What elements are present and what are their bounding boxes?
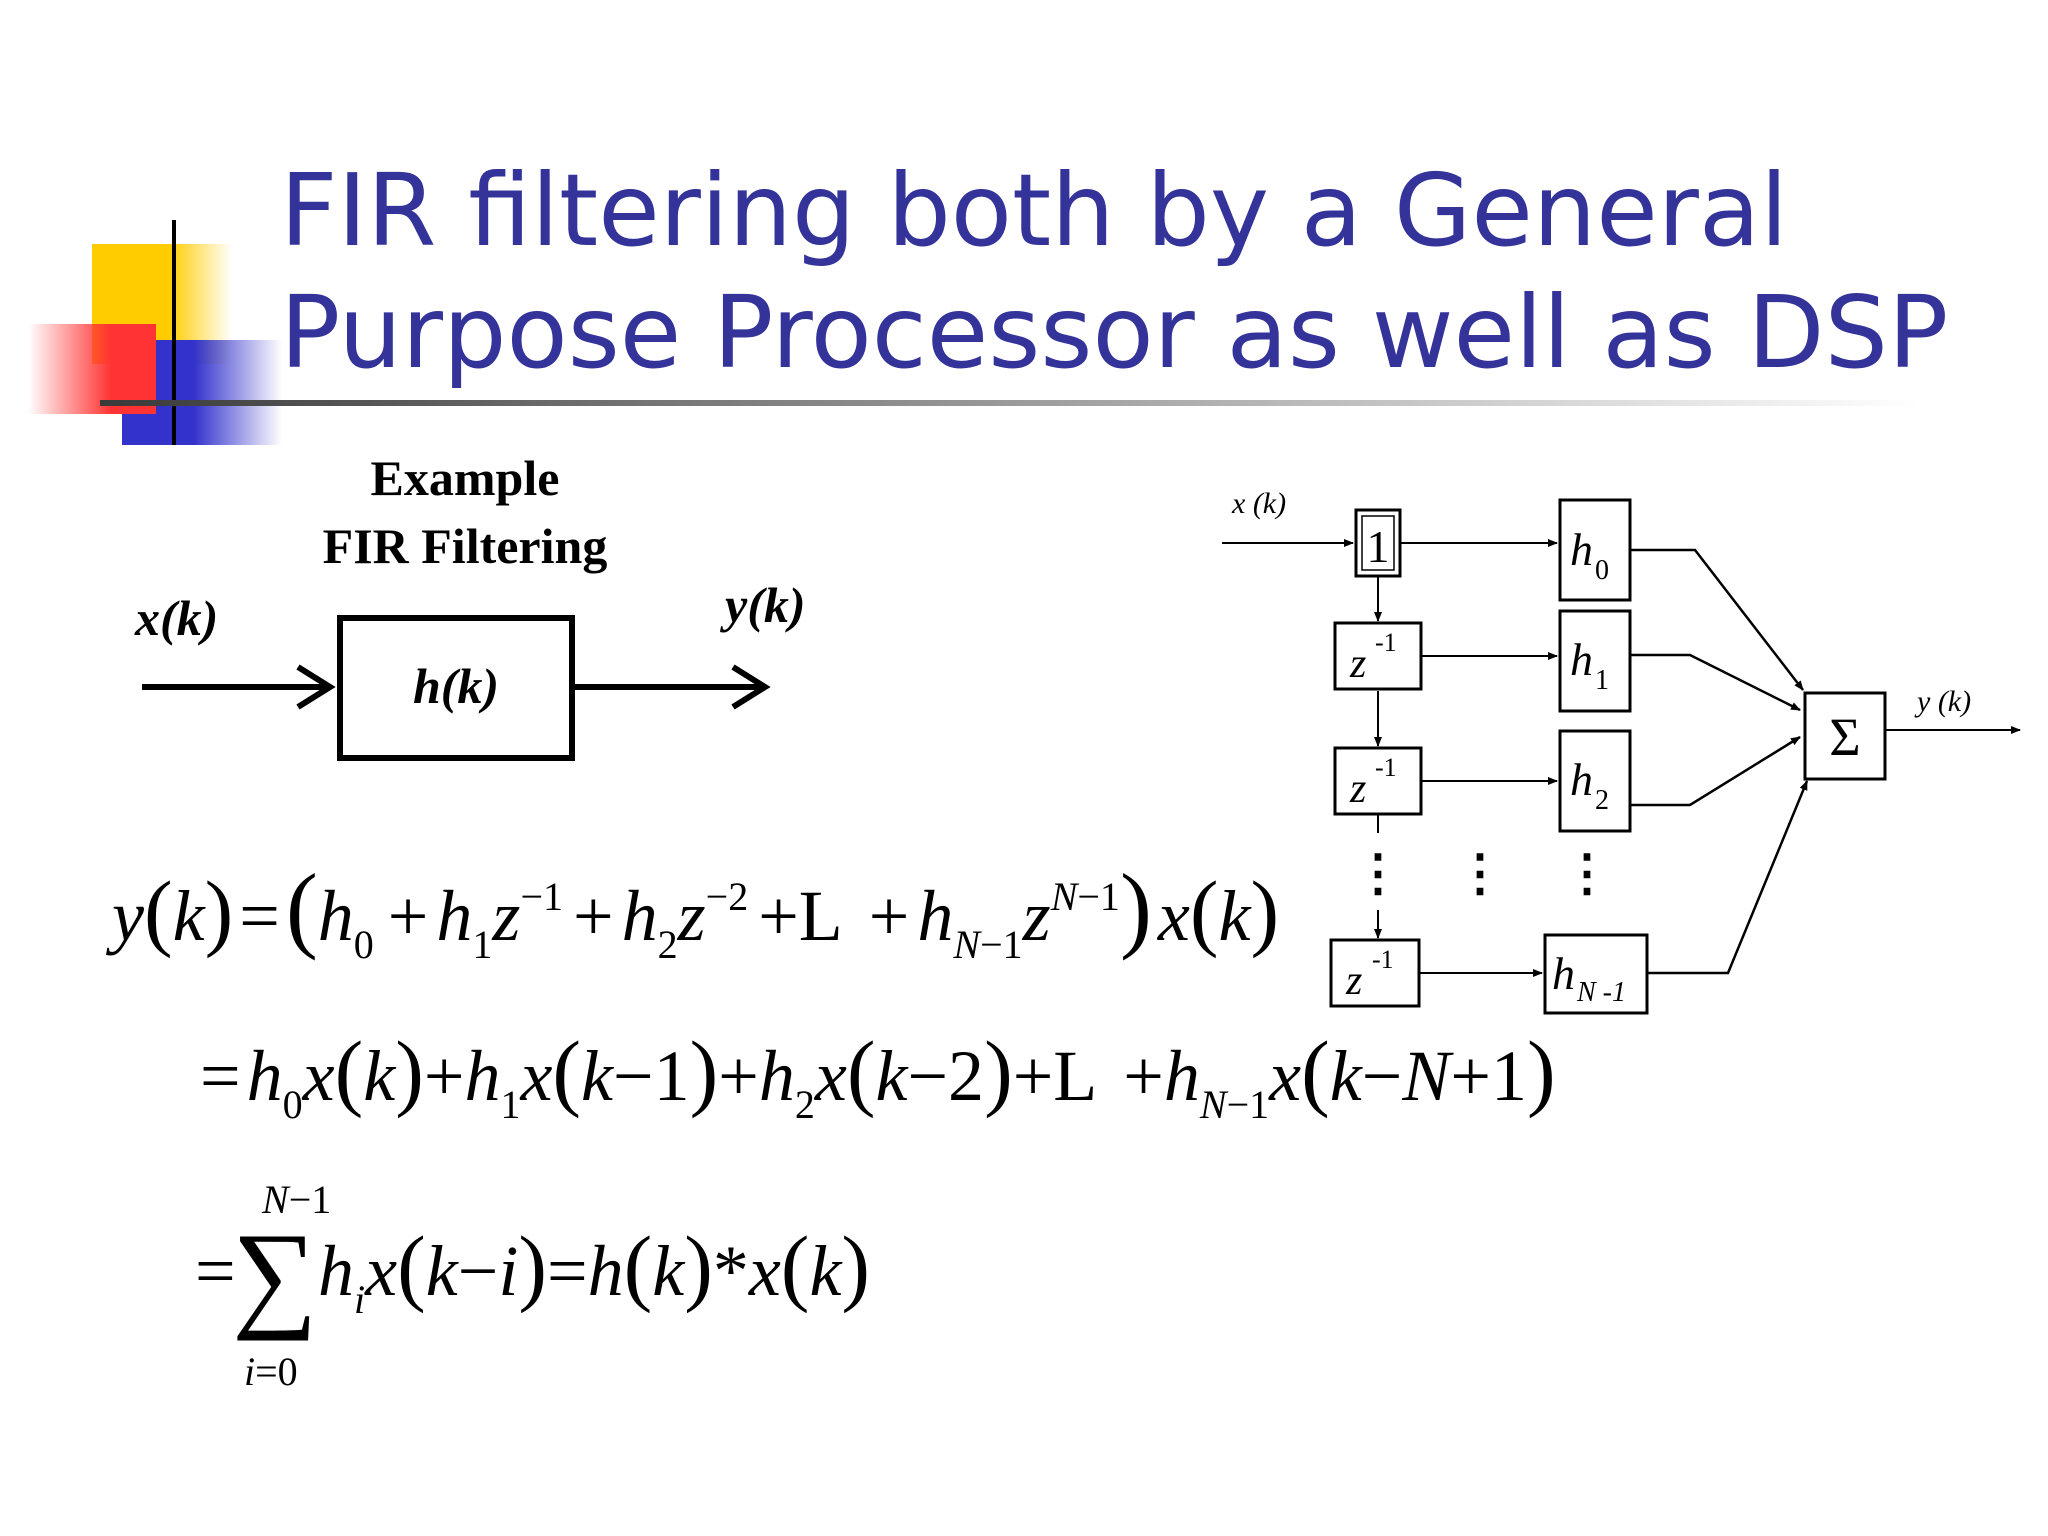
slide-title: FIR filtering both by a General Purpose … <box>280 150 1980 394</box>
fir-output-label: y (k) <box>1914 685 1971 718</box>
delay-block-1-label: z <box>1349 641 1366 687</box>
ellipsis-delay-chain: ⋮ <box>1353 845 1403 901</box>
coefficient-h2-index: 2 <box>1595 785 1609 816</box>
block-input-label: x(k) <box>134 590 218 646</box>
title-line-2: Purpose Processor as well as DSP <box>280 274 1949 391</box>
title-decoration <box>28 220 282 445</box>
coefficient-hN-1-index: N -1 <box>1576 977 1626 1008</box>
deco-red-square <box>28 324 156 414</box>
block-output-label: y(k) <box>720 577 806 633</box>
title-line-1: FIR filtering both by a General <box>280 152 1788 269</box>
summation-symbol: Σ <box>1829 707 1860 767</box>
svg-text:y(k)=(h0+h1z−1+h2z−2+L+hN−1zN−: y(k)=(h0+h1z−1+h2z−2+L+hN−1zN−1)x(k) <box>105 854 1279 967</box>
delay-block-3-label: z <box>1345 958 1362 1004</box>
coefficient-h1-symbol: h <box>1570 634 1593 685</box>
coefficient-h1: h 1 <box>1558 609 1632 713</box>
equation-line-1: y(k)=(h0+h1z−1+h2z−2+L+hN−1zN−1)x(k) <box>105 854 1279 967</box>
ellipsis-taps: ⋮ <box>1455 845 1505 901</box>
delay-block-2-exp: -1 <box>1375 753 1397 782</box>
svg-text:i=0: i=0 <box>244 1349 298 1394</box>
unity-block-label: 1 <box>1367 521 1390 572</box>
ellipsis-coefficients: ⋮ <box>1562 845 1612 901</box>
coefficient-h0-index: 0 <box>1595 555 1609 586</box>
delay-block-1-exp: -1 <box>1375 628 1397 657</box>
coefficient-hN-1-symbol: h <box>1552 948 1575 999</box>
delay-block-2-label: z <box>1349 766 1366 812</box>
coefficient-h1-index: 1 <box>1595 665 1609 696</box>
delay-block-2: z -1 <box>1333 746 1423 816</box>
coefficient-h2-symbol: h <box>1570 754 1593 805</box>
svg-text:=: = <box>195 1231 236 1311</box>
equation-line-2: =h0x(k)+h1x(k−1)+h2x(k−2)+L+hN−1x(k−N+1) <box>200 1023 1556 1127</box>
coefficient-h0-symbol: h <box>1570 524 1593 575</box>
example-block-diagram: Example FIR Filtering x(k) h(k) y(k) <box>134 450 806 761</box>
equation-line-3: N−1 = ∑ i=0 hix(k−i)=h(k)*x(k) <box>195 1177 870 1394</box>
coefficient-h2: h 2 <box>1558 729 1632 833</box>
fir-structure-diagram: x (k) 1 z -1 z -1 z -1 ⋮ ⋮ ⋮ <box>1222 487 2021 1015</box>
svg-text:hix(k−i)=h(k)*x(k): hix(k−i)=h(k)*x(k) <box>318 1218 870 1322</box>
block-heading-line-2: FIR Filtering <box>323 518 608 574</box>
svg-text:=h0x(k)+h1x(k−1)+h2x(k−2)+L+hN: =h0x(k)+h1x(k−1)+h2x(k−2)+L+hN−1x(k−N+1) <box>200 1023 1556 1127</box>
svg-text:N−1: N−1 <box>261 1177 331 1222</box>
fir-input-label: x (k) <box>1231 487 1286 520</box>
sum-sign: ∑ <box>232 1208 318 1341</box>
coefficient-hN-1: h N -1 <box>1543 933 1649 1015</box>
delay-block-1: z -1 <box>1333 621 1423 691</box>
title-underline <box>100 400 1920 406</box>
delay-block-3: z -1 <box>1329 938 1421 1008</box>
h-block-label: h(k) <box>413 658 499 714</box>
fir-equations: y(k)=(h0+h1z−1+h2z−2+L+hN−1zN−1)x(k) =h0… <box>105 854 1556 1394</box>
coefficient-h0: h 0 <box>1558 498 1632 602</box>
summation-block: Σ <box>1803 691 1887 781</box>
block-heading-line-1: Example <box>371 450 560 506</box>
delay-block-3-exp: -1 <box>1372 945 1394 974</box>
